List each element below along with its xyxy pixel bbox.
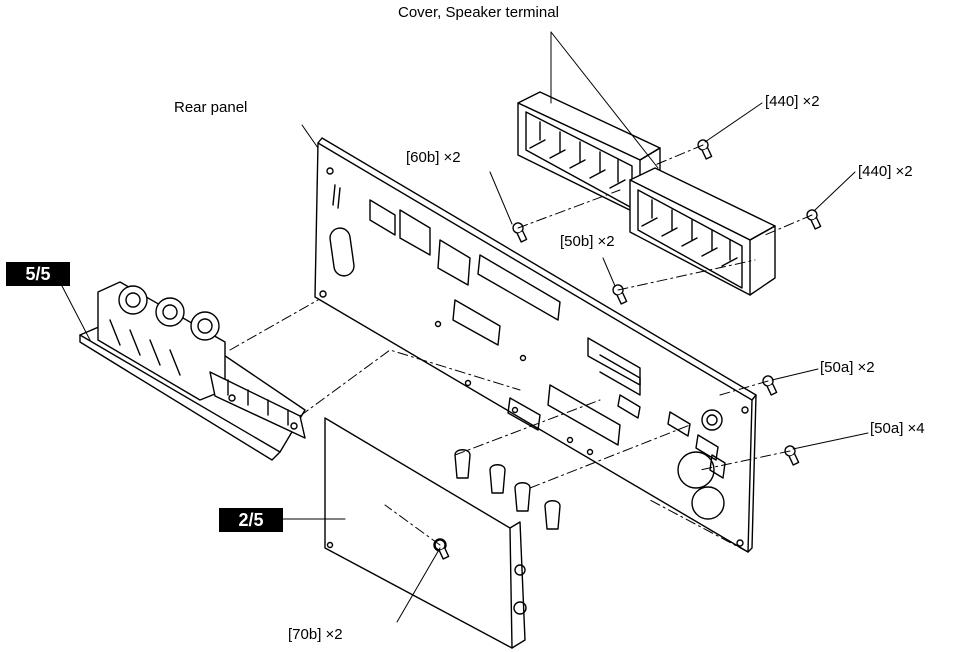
badge-board-2-5: 2/5: [219, 508, 283, 532]
rear-panel: [314, 137, 757, 553]
label-screw-60b: [60b] ×2: [406, 149, 461, 166]
pcb-board-2-5: [324, 417, 561, 649]
badge-board-5-5: 5/5: [6, 262, 70, 286]
leader-lines: [61, 31, 869, 623]
assembly-lines: [229, 144, 813, 553]
label-screw-440-upper: [440] ×2: [765, 93, 820, 110]
label-screw-50a-x2: [50a] ×2: [820, 359, 875, 376]
speaker-terminal-cover-left: [517, 91, 661, 216]
pcb-board-5-5: [79, 281, 306, 461]
label-screw-70b: [70b] ×2: [288, 626, 343, 643]
speaker-terminal-cover-right: [629, 167, 776, 296]
label-screw-50a-x4: [50a] ×4: [870, 420, 925, 437]
label-screw-50b: [50b] ×2: [560, 233, 615, 250]
label-cover-speaker-terminal: Cover, Speaker terminal: [398, 4, 559, 21]
label-rear-panel: Rear panel: [174, 99, 248, 116]
label-screw-440-lower: [440] ×2: [858, 163, 913, 180]
